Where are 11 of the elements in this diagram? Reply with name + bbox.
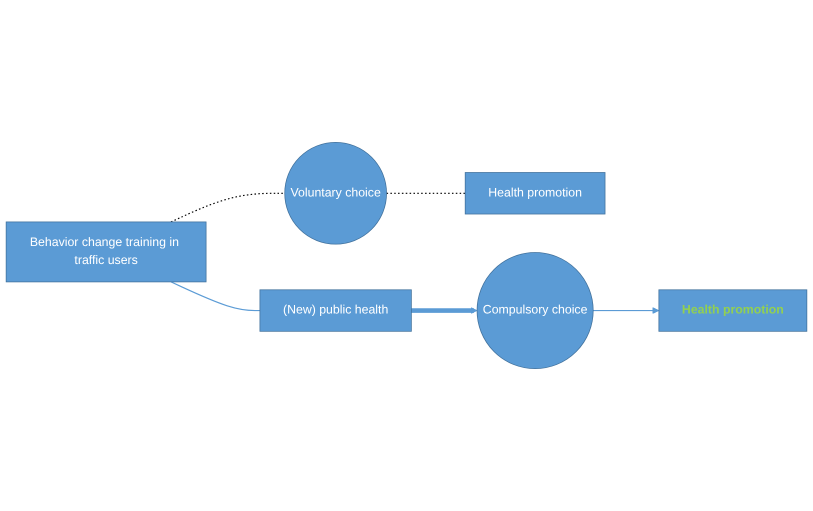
arrow [411, 307, 478, 314]
arrow [593, 307, 660, 314]
connector [386, 192, 466, 194]
node-circle: Voluntary choice [284, 142, 387, 245]
connector [170, 192, 285, 222]
node-box: Behavior change training in traffic users [6, 222, 206, 282]
node-box: Health promotion [464, 172, 606, 214]
node-box: Health promotion [658, 289, 808, 332]
node-box: (New) public health [260, 289, 412, 332]
connector [170, 281, 260, 312]
node-circle: Compulsory choice [476, 252, 594, 370]
